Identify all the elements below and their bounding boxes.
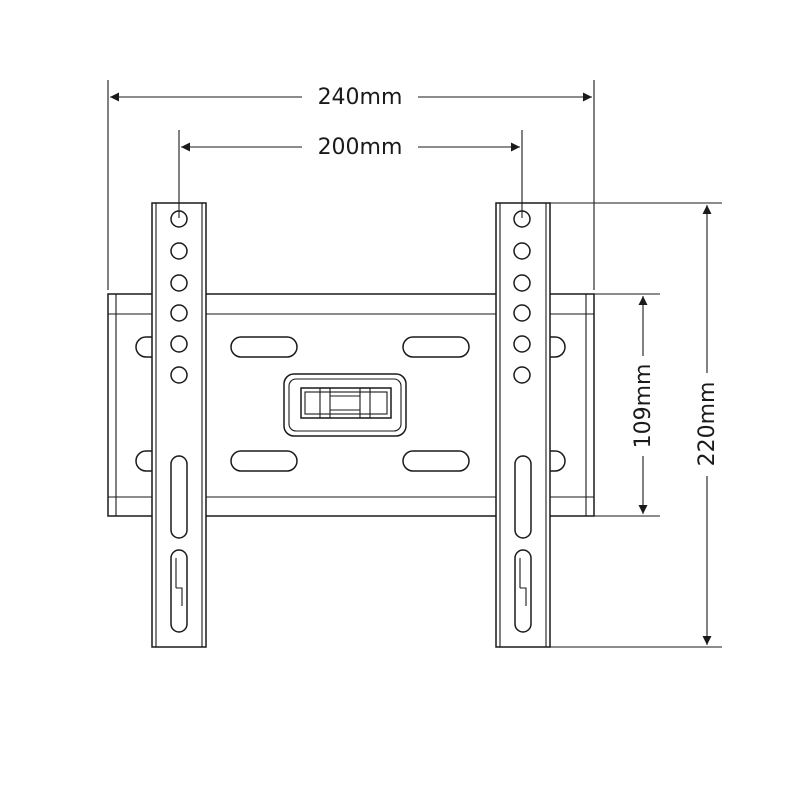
left-arm-slot-lower (170, 549, 188, 633)
left-arm-hole-3 (170, 274, 188, 292)
center-lock (283, 373, 407, 437)
right-arm-outline (495, 202, 551, 648)
dim-label-240mm: 240mm (318, 85, 403, 110)
wall-slot-top-left (230, 336, 298, 358)
lock-frame-inner (304, 391, 388, 415)
wall-slot-bottom-right (402, 450, 470, 472)
wall-plate-outline (107, 293, 595, 517)
wall-slot-edge-tr (549, 336, 566, 358)
lock-bar-right (359, 387, 371, 419)
lock-frame (300, 387, 392, 419)
dim-label-109mm: 109mm (631, 364, 656, 449)
wall-slot-edge-bl (135, 450, 152, 472)
right-arm-hole-3 (513, 274, 531, 292)
wall-slot-edge-br (549, 450, 566, 472)
dim-label-220mm: 220mm (695, 382, 720, 467)
dimension-220mm: 220mm (550, 202, 722, 648)
dimension-109mm: 109mm (594, 293, 660, 517)
lock-housing-outer (283, 373, 407, 437)
right-arm-hole-5 (513, 335, 531, 353)
left-arm-hole-6 (170, 366, 188, 384)
left-arm-outline (151, 202, 207, 648)
lock-housing-inner (288, 378, 402, 432)
wall-slot-bottom-left (230, 450, 298, 472)
wall-slot-edge-tl (135, 336, 152, 358)
right-arm-slot-upper (514, 455, 532, 539)
left-arm-hook (175, 558, 183, 606)
right-arm-slot-lower (514, 549, 532, 633)
dimension-200mm: 200mm (178, 130, 523, 218)
left-arm (151, 202, 207, 648)
left-arm-holes (170, 210, 188, 384)
dimension-240mm: 240mm (107, 80, 595, 290)
right-arm-hook (519, 558, 527, 606)
left-arm-hole-2 (170, 242, 188, 260)
left-arm-slot-upper (170, 455, 188, 539)
right-arm-hole-2 (513, 242, 531, 260)
dim-label-200mm: 200mm (318, 135, 403, 160)
left-arm-hole-4 (170, 304, 188, 322)
right-arm-holes (513, 210, 531, 384)
right-arm-hole-6 (513, 366, 531, 384)
right-arm (495, 202, 551, 648)
right-arm-hole-4 (513, 304, 531, 322)
lock-bar-left (319, 387, 331, 419)
wall-slot-top-right (402, 336, 470, 358)
left-arm-hole-5 (170, 335, 188, 353)
